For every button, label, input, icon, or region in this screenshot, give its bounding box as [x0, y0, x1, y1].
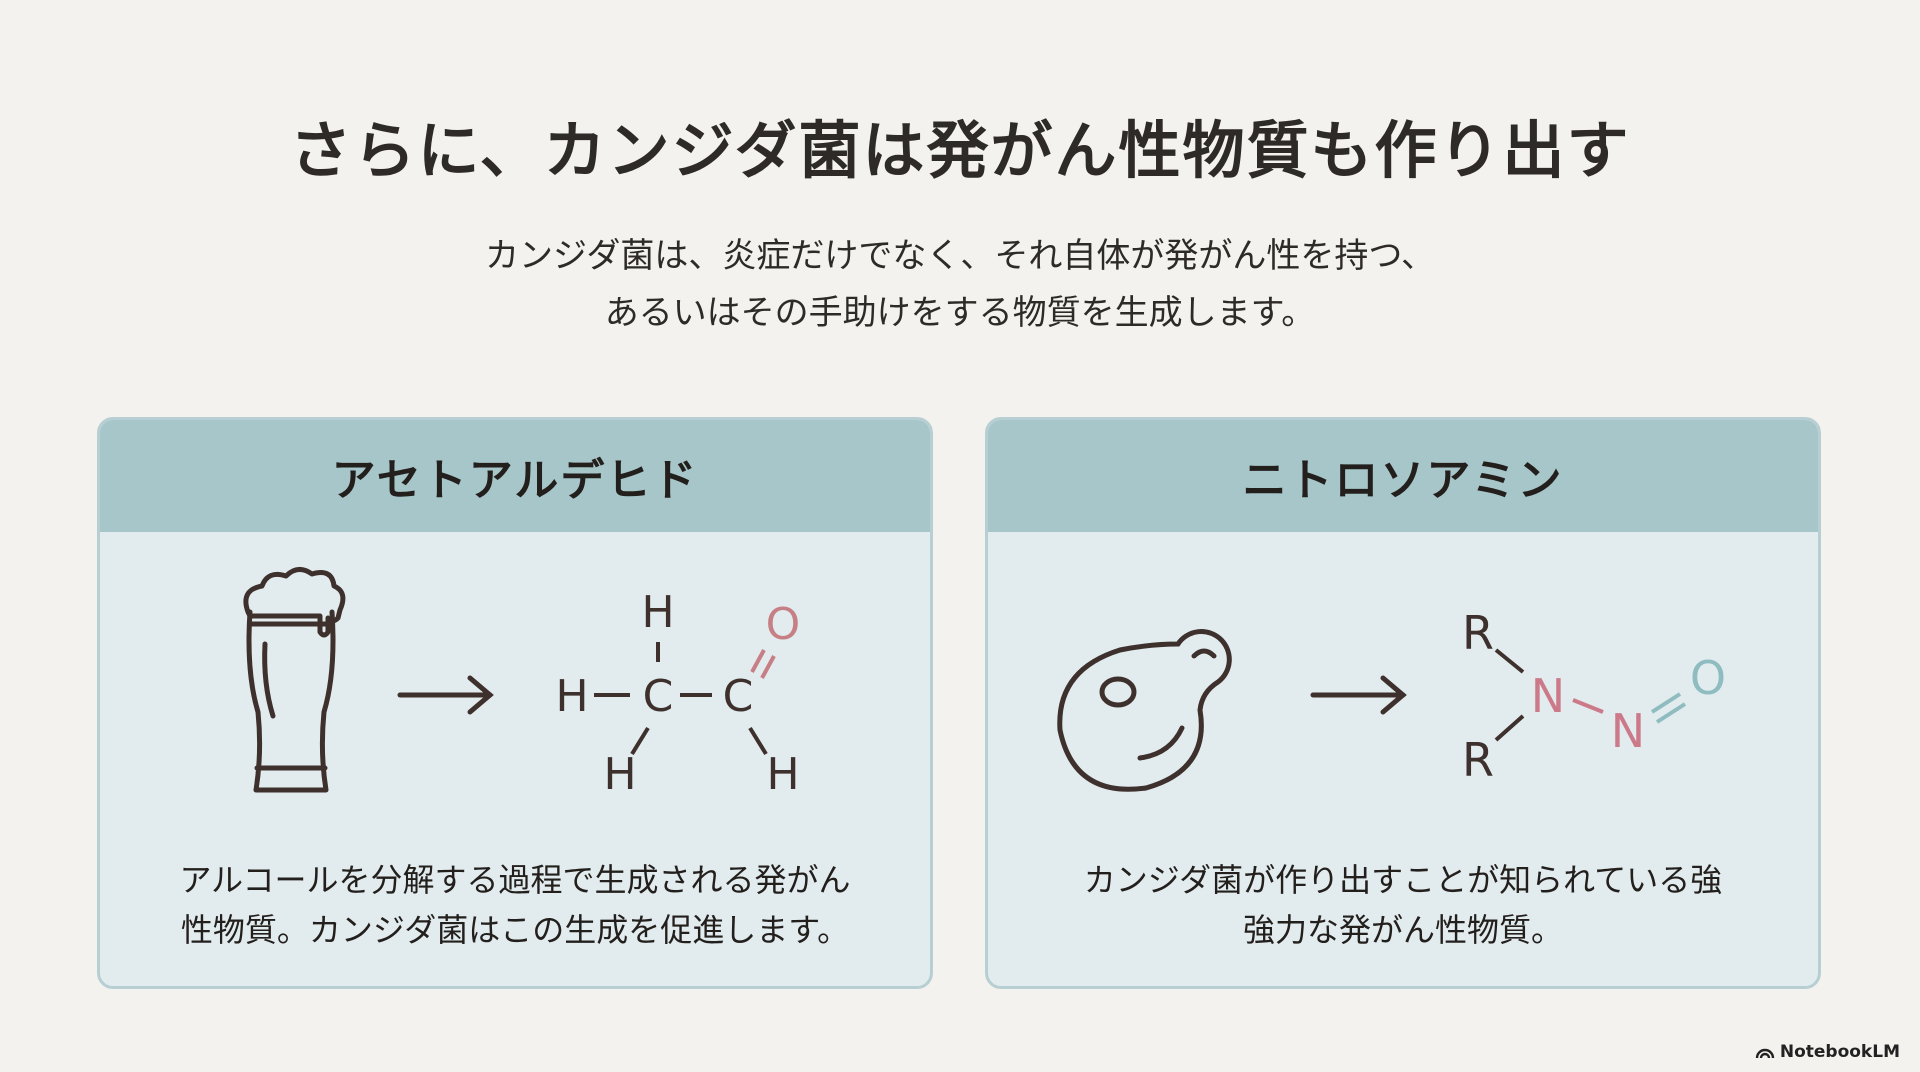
- card-heading: アセトアルデヒド: [100, 420, 930, 532]
- atom-n: N: [1611, 704, 1645, 758]
- atom-c: C: [723, 671, 754, 722]
- atom-o: O: [766, 599, 801, 650]
- subtitle-line: あるいはその手助けをする物質を生成します。: [604, 293, 1316, 333]
- bonds: [1494, 648, 1687, 742]
- card-nitrosamine: ニトロソアミン R R N N O カンジダ菌が作り出すことが知られている強 強…: [985, 417, 1821, 989]
- atom-h: H: [766, 749, 799, 800]
- atom-h: H: [603, 749, 636, 800]
- atom-h: H: [555, 671, 588, 722]
- description-line: カンジダ菌が作り出すことが知られている強: [1083, 861, 1723, 899]
- atom-r: R: [1462, 733, 1494, 787]
- notebooklm-logo-icon: [1755, 1048, 1775, 1059]
- description-line: 性物質。カンジダ菌はこの生成を促進します。: [180, 911, 850, 949]
- yeast-cell-icon: [1057, 629, 1232, 792]
- acetaldehyde-formula: H C C H H H O: [555, 587, 800, 800]
- card-description: カンジダ菌が作り出すことが知られている強 強力な発がん性物質。: [988, 855, 1818, 955]
- page-title: さらに、カンジダ菌は発がん性物質も作り出す: [289, 114, 1631, 187]
- bonds: [594, 642, 776, 756]
- atom-h: H: [641, 587, 674, 638]
- beer-glass-icon: [243, 567, 346, 793]
- arrow-icon: [397, 675, 494, 715]
- atom-n: N: [1531, 669, 1565, 723]
- subtitle-line: カンジダ菌は、炎症だけでなく、それ自体が発がん性を持つ、: [485, 236, 1435, 276]
- card-heading: ニトロソアミン: [988, 420, 1818, 532]
- atom-r: R: [1462, 606, 1494, 660]
- card-acetaldehyde: アセトアルデヒド H C C H H H O アルコールを分解する過程: [97, 417, 933, 989]
- arrow-icon: [1310, 675, 1407, 715]
- description-line: 強力な発がん性物質。: [1242, 911, 1563, 949]
- atom-c: C: [643, 671, 674, 722]
- card-description: アルコールを分解する過程で生成される発がん 性物質。カンジダ菌はこの生成を促進し…: [100, 855, 930, 955]
- description-line: アルコールを分解する過程で生成される発がん: [179, 861, 851, 899]
- nitrosamine-diagram: R R N N O: [1057, 606, 1726, 792]
- atom-o: O: [1690, 651, 1726, 705]
- nitrosamine-formula: R R N N O: [1462, 606, 1726, 787]
- brand-label: NotebookLM: [1779, 1042, 1900, 1062]
- subtitle: カンジダ菌は、炎症だけでなく、それ自体が発がん性を持つ、 あるいはその手助けをす…: [0, 228, 1920, 342]
- acetaldehyde-diagram: H C C H H H O: [243, 567, 800, 800]
- notebooklm-watermark: NotebookLM: [1755, 1042, 1900, 1062]
